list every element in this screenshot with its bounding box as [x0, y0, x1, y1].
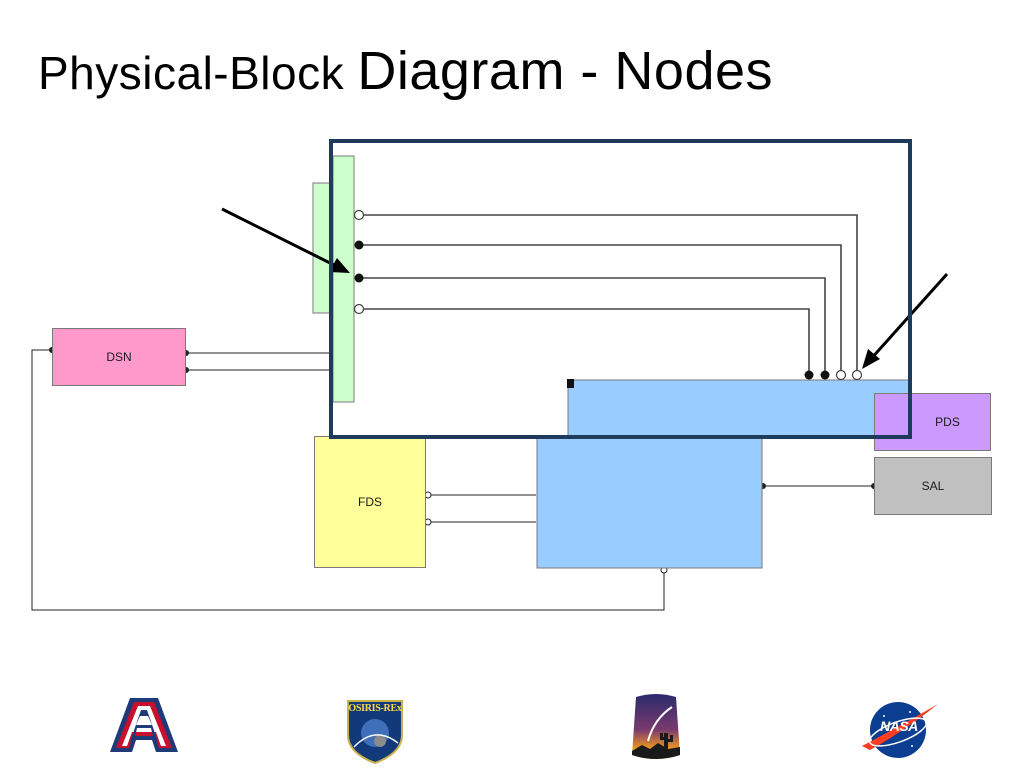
osiris-asteroid	[374, 735, 386, 747]
flow-port-in-4	[804, 370, 814, 380]
fds-label: FDS	[358, 495, 382, 509]
blue-block	[567, 379, 911, 438]
connector-lines	[31, 349, 874, 611]
sal-label: SAL	[921, 479, 945, 493]
osiris-trajectory	[353, 734, 399, 748]
pds-label: PDS	[935, 415, 960, 429]
blue-block-background	[536, 435, 763, 569]
lunar-planetary-lab-logo	[632, 694, 680, 759]
lpl-mountains	[632, 743, 680, 759]
university-of-arizona-logo	[110, 698, 178, 752]
sal-block: SAL	[874, 457, 992, 515]
slide-title-part1: Physical-Block	[38, 47, 358, 99]
flow-port-in-3	[820, 370, 830, 380]
flow-port-out-2	[354, 240, 364, 250]
arrow-left-line	[221, 207, 341, 270]
flow-port-out-1	[353, 209, 365, 221]
ua-a-inner	[130, 710, 158, 742]
slide-title: Physical-Block Diagram - Nodes	[38, 40, 773, 102]
fds-block: FDS	[314, 436, 426, 568]
dsn-label: DSN	[106, 350, 132, 364]
pds-block: PDS	[874, 393, 991, 451]
lpl-cactus-arm-right-up	[670, 735, 673, 742]
flow-port-in-1	[851, 369, 863, 381]
dsn-block: DSN	[52, 328, 186, 386]
nasa-red-vector	[862, 704, 938, 750]
nasa-orbit	[868, 717, 928, 747]
flow-port-in-2	[835, 369, 847, 381]
blue-block-corner-marker	[567, 379, 574, 388]
lpl-cactus-trunk	[664, 733, 668, 751]
dsn-to-blue-loop	[31, 349, 665, 611]
osiris-rex-mission-patch	[347, 700, 403, 765]
lpl-comet-trail	[647, 706, 673, 742]
green-block	[332, 155, 355, 403]
osiris-rex-text: OSIRIS-REx	[348, 703, 402, 714]
nasa-text: NASA	[880, 718, 918, 734]
slide-title-part2: Diagram - Nodes	[357, 41, 774, 101]
lpl-cactus-arm-left-up	[660, 733, 663, 740]
flow-port-out-4	[353, 303, 365, 315]
nasa-meatball-logo	[862, 702, 938, 758]
ua-a-counter	[136, 716, 152, 725]
flow-port-out-3	[354, 273, 364, 283]
